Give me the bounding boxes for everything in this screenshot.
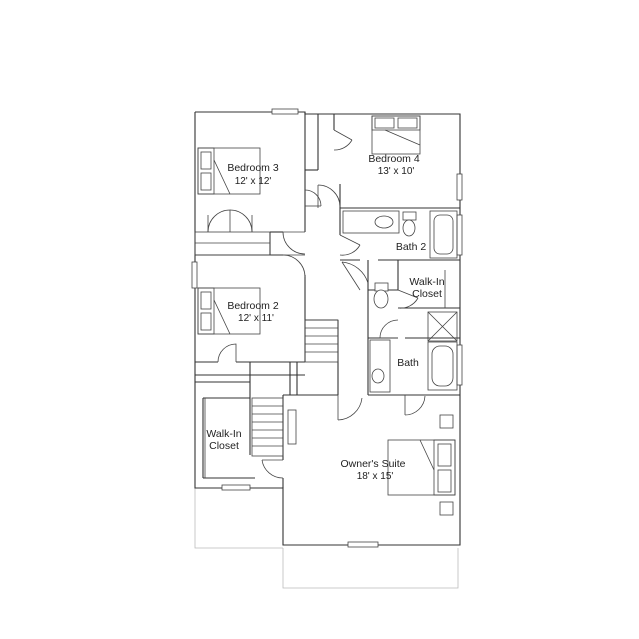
bed-bedroom-4 xyxy=(371,115,421,155)
bed-owners-suite xyxy=(387,414,456,516)
master-bath-fixtures xyxy=(369,282,458,393)
bath-2-fixtures xyxy=(342,210,458,259)
room-bedroom-4: Bedroom 4 13' x 10' xyxy=(368,153,420,177)
windows xyxy=(191,108,463,548)
exterior-outline xyxy=(194,488,459,589)
room-name-line1: Walk-In xyxy=(206,428,241,440)
room-size: 12' x 12' xyxy=(235,176,272,187)
bed-bedroom-2 xyxy=(197,287,261,335)
room-owners-suite: Owner's Suite 18' x 15' xyxy=(340,458,405,482)
room-bedroom-2: Bedroom 2 12' x 11' xyxy=(227,300,279,324)
doors xyxy=(207,129,426,479)
bed-bedroom-3 xyxy=(197,147,261,195)
room-bath: Bath xyxy=(397,357,419,369)
room-name: Bath xyxy=(397,357,419,369)
room-walkin-closet-lower: Walk-In Closet xyxy=(206,428,241,452)
room-name-line2: Closet xyxy=(412,288,442,300)
room-bath-2: Bath 2 xyxy=(396,241,427,253)
room-name-line1: Walk-In xyxy=(409,276,444,288)
stairs xyxy=(251,319,339,457)
closet-shelves xyxy=(194,231,446,478)
room-size: 12' x 11' xyxy=(238,313,274,324)
room-name: Owner's Suite xyxy=(340,458,405,470)
room-name: Bedroom 3 xyxy=(227,162,279,174)
room-bedroom-3: Bedroom 3 12' x 12' xyxy=(227,162,279,187)
room-name: Bedroom 2 xyxy=(227,300,279,312)
room-name: Bedroom 4 xyxy=(368,153,420,165)
room-walkin-closet-upper: Walk-In Closet xyxy=(409,276,444,300)
room-name: Bath 2 xyxy=(396,241,427,253)
room-size: 13' x 10' xyxy=(378,166,415,177)
room-size: 18' x 15' xyxy=(357,471,394,482)
room-name-line2: Closet xyxy=(209,440,239,452)
